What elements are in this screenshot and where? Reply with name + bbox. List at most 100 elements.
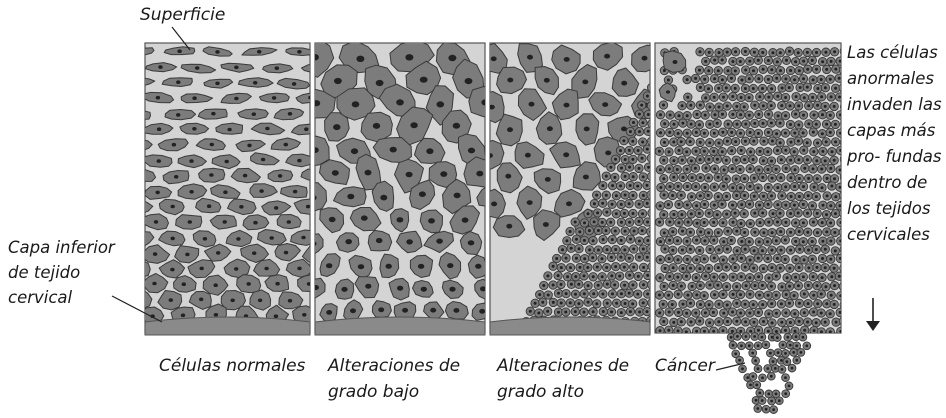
cell-nucleus bbox=[744, 123, 747, 126]
caption-cancer: Cáncer bbox=[655, 353, 725, 379]
cell-nucleus bbox=[824, 51, 827, 54]
cell-nucleus bbox=[767, 59, 770, 62]
cell-nucleus bbox=[725, 159, 728, 162]
cell-nucleus bbox=[560, 302, 563, 305]
cell-nucleus bbox=[739, 312, 742, 315]
cell-nucleus bbox=[821, 221, 824, 224]
cell-nucleus bbox=[777, 114, 780, 117]
cell-nucleus bbox=[751, 352, 754, 355]
cell-nucleus bbox=[695, 239, 698, 242]
cell-nucleus bbox=[326, 310, 332, 315]
cell-nucleus bbox=[390, 147, 397, 153]
cell-nucleus bbox=[753, 249, 756, 252]
cell-nucleus bbox=[525, 153, 531, 158]
cell-nucleus bbox=[815, 68, 818, 71]
cell-nucleus bbox=[735, 302, 738, 305]
cell-nucleus bbox=[642, 56, 648, 61]
cell-nucleus bbox=[691, 176, 694, 179]
cell-nucleus bbox=[789, 231, 792, 234]
cell-nucleus bbox=[757, 187, 760, 190]
cell-nucleus bbox=[813, 329, 816, 332]
cell-nucleus bbox=[726, 105, 729, 108]
cell-nucleus bbox=[447, 263, 453, 268]
cell-nucleus bbox=[765, 343, 768, 346]
cell-nucleus bbox=[767, 330, 770, 333]
cell-nucleus bbox=[788, 385, 791, 388]
cell-nucleus bbox=[788, 267, 791, 270]
cell-nucleus bbox=[820, 293, 823, 296]
cell-nucleus bbox=[743, 212, 746, 215]
cell-nucleus bbox=[601, 257, 604, 260]
cell-nucleus bbox=[790, 195, 793, 198]
cell-nucleus bbox=[786, 360, 789, 363]
cell-nucleus bbox=[712, 150, 715, 153]
cell-nucleus bbox=[698, 69, 701, 72]
caption-low-grade: Alteraciones de grado bajo bbox=[328, 353, 478, 405]
cell-nucleus bbox=[566, 275, 569, 278]
cell bbox=[839, 282, 847, 290]
invasion-note: Las células anormales invaden las capas … bbox=[847, 40, 945, 248]
cell-nucleus bbox=[704, 96, 707, 99]
cell-nucleus bbox=[825, 140, 828, 143]
cell-nucleus bbox=[732, 293, 735, 296]
cell-nucleus bbox=[830, 185, 833, 188]
cell-nucleus bbox=[730, 77, 733, 80]
cell-nucleus bbox=[740, 240, 743, 243]
cell-nucleus bbox=[527, 200, 533, 205]
cell-nucleus bbox=[762, 122, 765, 125]
cell-nucleus bbox=[682, 303, 685, 306]
cell-nucleus bbox=[578, 230, 581, 233]
cell-nucleus bbox=[757, 132, 760, 135]
cell-nucleus bbox=[752, 87, 755, 90]
cell-nucleus bbox=[838, 77, 841, 80]
cell-nucleus bbox=[740, 344, 743, 347]
cell-nucleus bbox=[784, 185, 787, 188]
cell-nucleus bbox=[775, 330, 778, 333]
cell-nucleus bbox=[557, 292, 560, 295]
cell-nucleus bbox=[812, 167, 815, 170]
cell-nucleus bbox=[664, 267, 667, 270]
cell-nucleus bbox=[784, 96, 787, 99]
cell-nucleus bbox=[748, 77, 751, 80]
cell-nucleus bbox=[623, 248, 626, 251]
cell-nucleus bbox=[284, 143, 288, 147]
cell-nucleus bbox=[797, 284, 800, 287]
cell-nucleus bbox=[755, 399, 758, 402]
cell-nucleus bbox=[743, 105, 746, 108]
cell-nucleus bbox=[744, 248, 747, 251]
cell-nucleus bbox=[739, 113, 742, 116]
cell-nucleus bbox=[748, 240, 751, 243]
cell-nucleus bbox=[735, 320, 738, 323]
cell-nucleus bbox=[650, 193, 653, 196]
cell-nucleus bbox=[624, 175, 627, 178]
cell-nucleus bbox=[843, 248, 846, 251]
cell-nucleus bbox=[663, 194, 666, 197]
cell-nucleus bbox=[658, 294, 661, 297]
cell-nucleus bbox=[583, 292, 586, 295]
cell-nucleus bbox=[681, 267, 684, 270]
cell-nucleus bbox=[757, 59, 760, 62]
cell-nucleus bbox=[637, 220, 640, 223]
cell-nucleus bbox=[735, 178, 738, 181]
cell-nucleus bbox=[812, 150, 815, 153]
cell-nucleus bbox=[842, 231, 845, 234]
cell-nucleus bbox=[574, 310, 577, 313]
cell-nucleus bbox=[182, 282, 186, 286]
cell-nucleus bbox=[261, 158, 265, 162]
cell-nucleus bbox=[624, 230, 627, 233]
cell-nucleus bbox=[821, 113, 824, 116]
cell-nucleus bbox=[731, 257, 734, 260]
cell-nucleus bbox=[284, 251, 288, 255]
cell-nucleus bbox=[761, 87, 764, 90]
cell-nucleus bbox=[708, 212, 711, 215]
cell-nucleus bbox=[705, 167, 708, 170]
cell-nucleus bbox=[770, 302, 773, 305]
cell-nucleus bbox=[587, 301, 590, 304]
cell-nucleus bbox=[802, 60, 805, 63]
cell-nucleus bbox=[759, 221, 762, 224]
cell-nucleus bbox=[574, 293, 577, 296]
cell-nucleus bbox=[686, 204, 689, 207]
cell-nucleus bbox=[717, 320, 720, 323]
cell-nucleus bbox=[570, 283, 573, 286]
cell-nucleus bbox=[555, 257, 558, 260]
